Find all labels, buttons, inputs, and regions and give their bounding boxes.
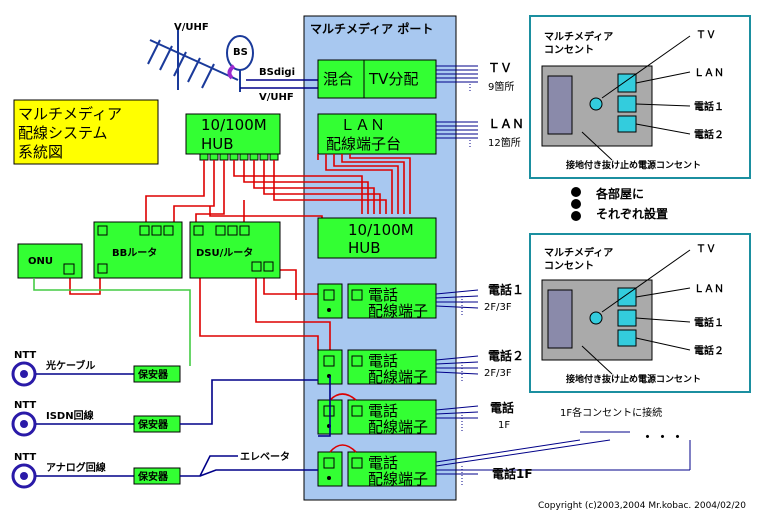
hub-center [317,217,437,259]
bs-dish-icon [226,35,254,92]
phone-terminal-2: 電話 配線端子 [317,349,437,386]
fiber-wiring [33,278,191,366]
phone-terminal-3: 電話 配線端子 [317,399,437,436]
bs-label: BS [233,47,248,58]
tv-count-label: 9箇所 [488,80,514,93]
svg-text:マルチメディア: マルチメディア [544,246,613,259]
ntt-line-analog: NTT アナログ回線 保安器 [11,452,181,489]
phone-jumper-red [329,393,357,453]
tv-mixer [317,59,365,99]
svg-text:ＬＡＮ: ＬＡＮ [694,283,724,295]
tv-output-lines [436,65,478,83]
svg-text:電話: 電話 [368,286,398,304]
ntt-line-isdn: NTT ISDN回線 保安器 [11,400,181,437]
lan-terminal-line1: ＬＡＮ [340,116,385,134]
lan-terminal-line2: 配線端子台 [326,135,401,153]
hub-left-line2: HUB [201,135,234,153]
tv-mix-label: 混合 [323,70,353,88]
title-box [13,99,159,165]
svg-text:コンセント: コンセント [544,260,594,272]
svg-text:マルチメディア: マルチメディア [544,30,613,43]
tv-output-label: ＴＶ [488,61,512,75]
svg-text:コンセント: コンセント [544,44,594,56]
each-room-bullets [571,187,581,221]
phone-out-1-label: 電話１ [488,282,524,297]
bsdigi-label: BSdigi [259,67,295,78]
phone-out-2-label: 電話２ [488,348,524,363]
hub-center-line1: 10/100M [348,221,414,239]
phone-out-3-floor: 1F [498,420,510,431]
phone-out-3-label: 電話 [490,400,514,415]
lan-count-label: 12箇所 [488,136,521,149]
svg-text:光ケーブル: 光ケーブル [45,359,95,372]
vuhf-label: V/UHF [259,92,294,103]
outlet-1f-label: 1F各コンセントに接続 [560,406,662,419]
vuhf-top-label: V/UHF [174,22,209,33]
svg-text:電話: 電話 [368,352,398,370]
vuhf-antenna-icon [147,30,239,90]
svg-text:保安器: 保安器 [137,418,169,431]
svg-text:電話: 電話 [368,454,398,472]
elevator-label: エレベータ [240,451,290,463]
outlet-box-1: マルチメディア コンセント ＴＶ ＬＡＮ 電話１ 電話２ 接地付き抜け止め電源コ… [529,15,751,179]
each-room-line2: それぞれ設置 [596,206,668,221]
svg-text:アナログ回線: アナログ回線 [46,461,106,474]
svg-text:NTT: NTT [14,452,36,463]
dsu-router-label: DSU/ルータ [196,247,253,259]
lan-output-lines [436,121,478,139]
title-line1: マルチメディア [18,105,122,123]
phone-terminal-1: 電話 配線端子 [317,283,437,320]
svg-text:配線端子: 配線端子 [368,470,428,488]
lan-output-label: ＬＡＮ [488,117,524,131]
svg-text:接地付き抜け止め電源コンセント: 接地付き抜け止め電源コンセント [566,159,701,171]
svg-text:電話２: 電話２ [694,128,724,141]
svg-text:電話: 電話 [368,402,398,420]
title-line2: 配線システム [18,124,108,142]
each-room-line1: 各部屋に [595,186,644,201]
svg-text:ＴＶ: ＴＶ [696,243,716,255]
outlet-1f-dots: ・・・ [640,428,685,446]
svg-text:電話１: 電話１ [694,100,724,113]
svg-text:NTT: NTT [14,400,36,411]
title-line3: 系統図 [18,143,63,161]
hub-left-line1: 10/100M [201,116,267,134]
svg-text:配線端子: 配線端子 [368,418,428,436]
svg-text:保安器: 保安器 [137,470,169,483]
svg-text:NTT: NTT [14,350,36,361]
outlet-box-2: マルチメディア コンセント ＴＶ ＬＡＮ 電話１ 電話２ 接地付き抜け止め電源コ… [529,233,751,393]
svg-text:ＴＶ: ＴＶ [696,29,716,41]
svg-text:保安器: 保安器 [137,368,169,381]
lan-red-wiring [69,154,411,350]
svg-text:配線端子: 配線端子 [368,302,428,320]
tv-split-label: TV分配 [368,70,418,88]
phone-out-4-label: 電話1F [492,466,533,481]
phone-out-1-floor: 2F/3F [484,302,512,313]
tv-splitter [363,59,437,99]
phone-out-2-floor: 2F/3F [484,368,512,379]
ntt-line-fiber: NTT 光ケーブル 保安器 [11,350,181,387]
bb-router-label: BBルータ [112,247,157,259]
svg-text:配線端子: 配線端子 [368,368,428,386]
svg-text:ISDN回線: ISDN回線 [46,409,94,422]
svg-text:電話１: 電話１ [694,316,724,329]
tel-blue-wiring [180,376,331,477]
phone-terminal-4: 電話 配線端子 [317,451,437,488]
svg-text:電話２: 電話２ [694,344,724,357]
svg-text:接地付き抜け止め電源コンセント: 接地付き抜け止め電源コンセント [566,373,701,385]
port-title: マルチメディア ポート [310,21,433,36]
onu-label: ONU [28,256,53,267]
hub-left-ports [199,153,279,161]
hub-center-line2: HUB [348,239,381,257]
svg-text:ＬＡＮ: ＬＡＮ [694,67,724,79]
phone-output-lines [435,289,691,475]
hub-left [185,113,281,155]
copyright: Copyright (c)2003,2004 Mr.kobac. 2004/02… [538,501,746,511]
